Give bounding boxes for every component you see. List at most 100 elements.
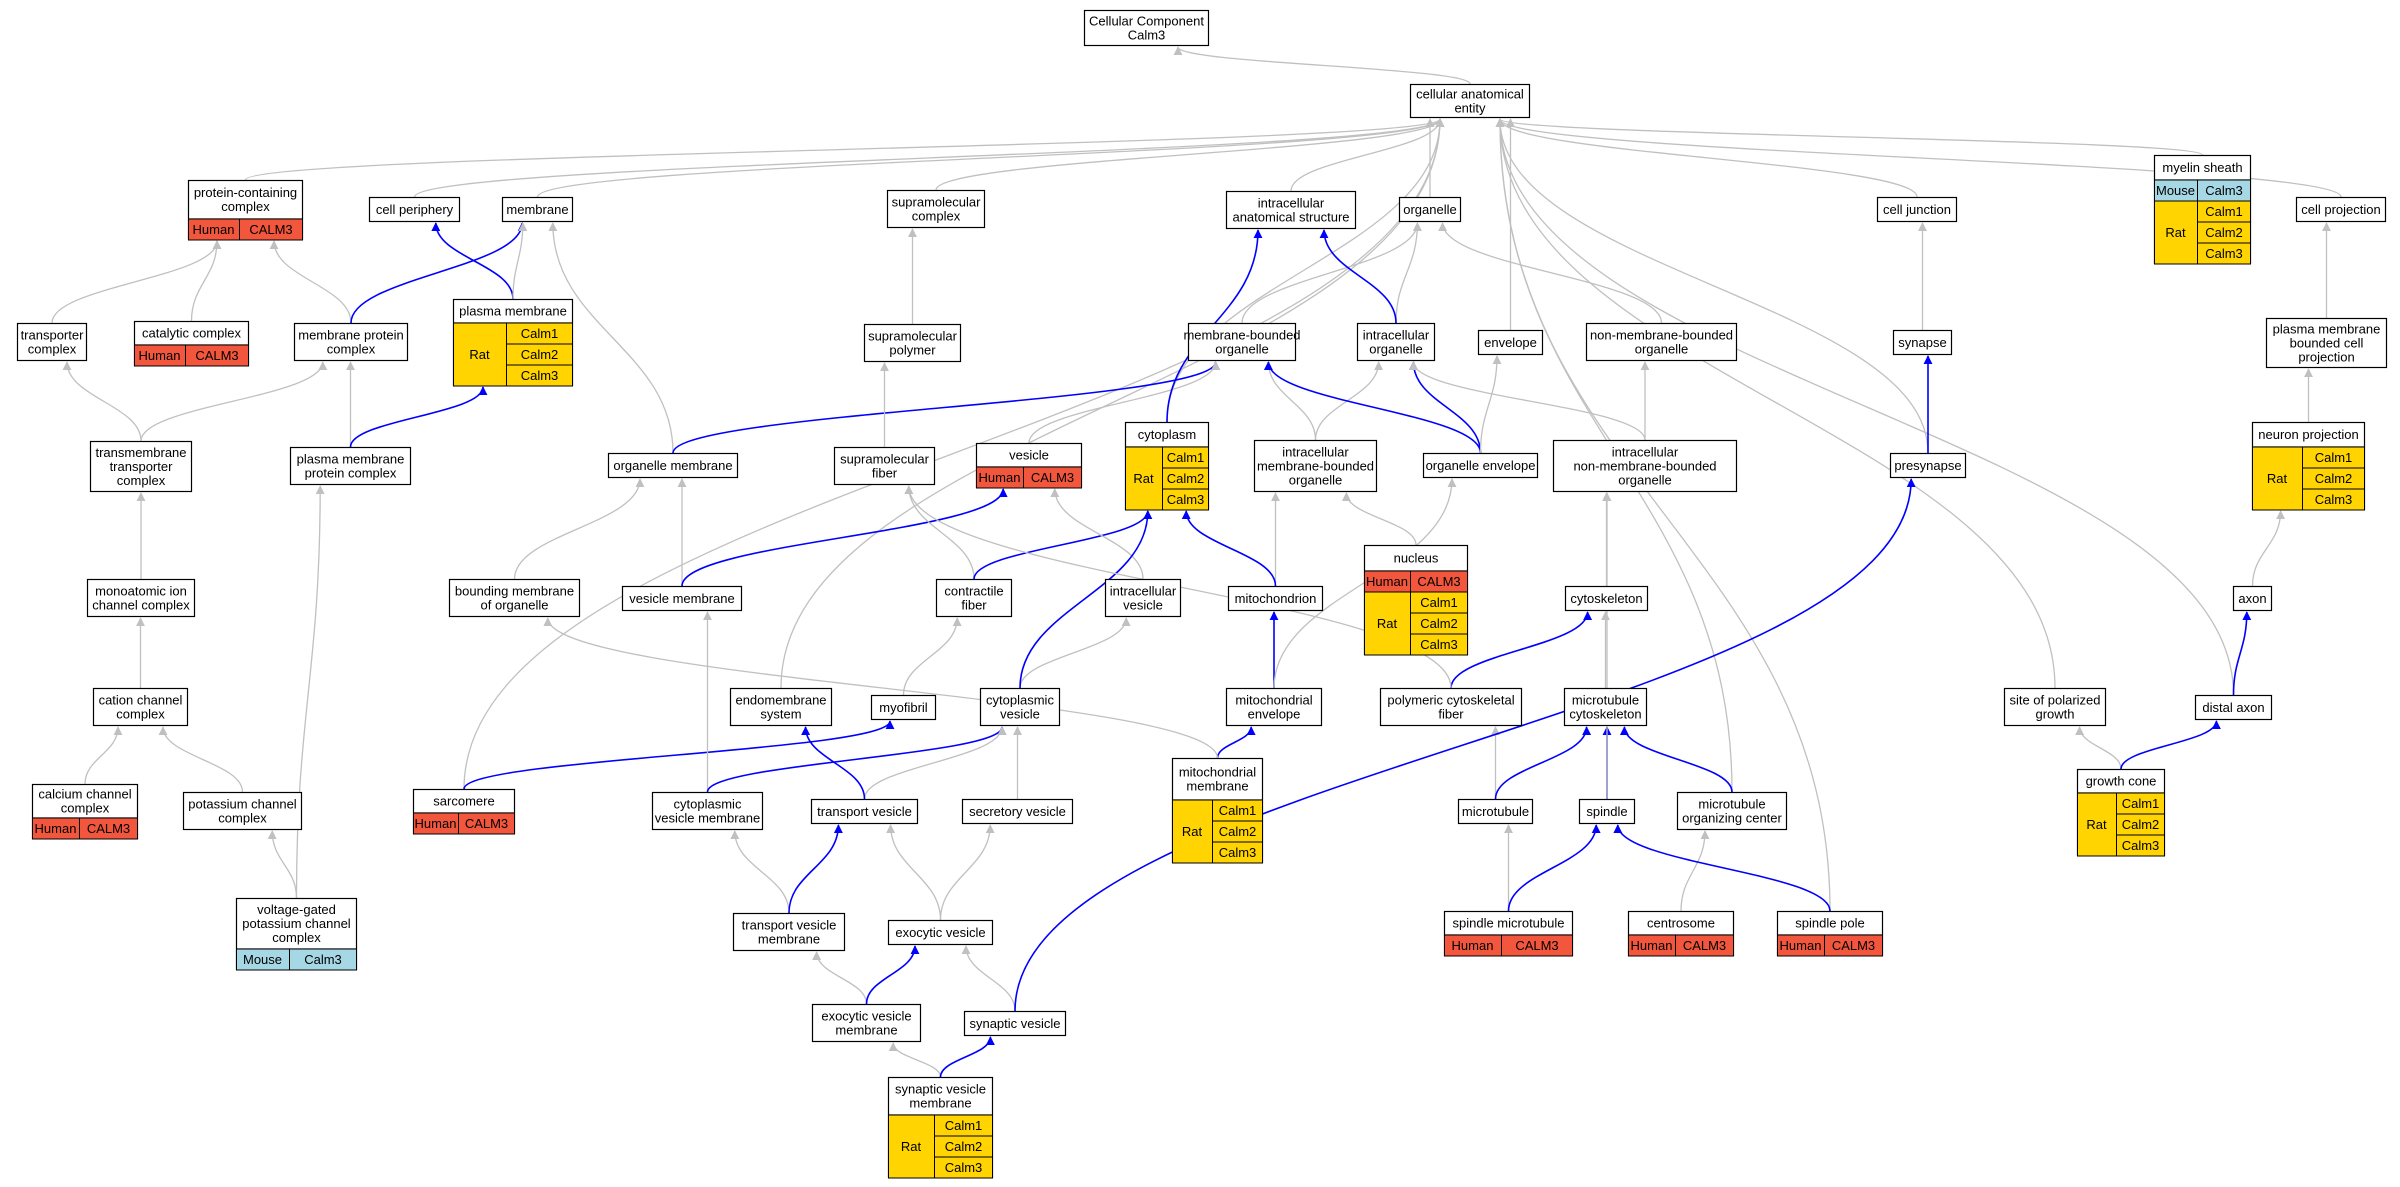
- node-label: membrane-bounded: [1183, 328, 1300, 343]
- node-distal-axon[interactable]: distal axon: [2194, 694, 2273, 721]
- node-envelope[interactable]: envelope: [1477, 329, 1544, 356]
- node-organelle-membrane[interactable]: organelle membrane: [607, 452, 739, 479]
- gene-label: CALM3: [195, 348, 238, 363]
- edge-contractile-fiber-to-cytoplasm: [973, 510, 1153, 580]
- node-cell-projection[interactable]: cell projection: [2295, 196, 2387, 223]
- node-presynapse[interactable]: presynapse: [1889, 452, 1967, 479]
- node-spindle[interactable]: spindle: [1578, 798, 1636, 825]
- node-label: organelle: [1618, 473, 1672, 488]
- node-svm[interactable]: synaptic vesiclemembraneRatCalm1Calm2Cal…: [887, 1076, 994, 1179]
- node-transport-vesicle[interactable]: transport vesicle: [810, 798, 919, 825]
- node-label: cell periphery: [376, 202, 454, 217]
- node-microtubule[interactable]: microtubule: [1457, 798, 1534, 825]
- node-label: intracellular: [1258, 196, 1325, 211]
- edge-moc-to-microtubule-cytoskeleton: [1619, 726, 1733, 793]
- species-label: Rat: [1377, 616, 1398, 631]
- node-cytoskeleton[interactable]: cytoskeleton: [1564, 585, 1649, 612]
- node-inmbo[interactable]: intracellularnon-membrane-boundedorganel…: [1552, 439, 1738, 493]
- species-label: Rat: [1182, 824, 1203, 839]
- node-cell-junction[interactable]: cell junction: [1876, 196, 1958, 223]
- node-organelle[interactable]: organelle: [1398, 196, 1462, 223]
- node-label: cytoplasmic: [674, 797, 742, 812]
- node-synapse[interactable]: synapse: [1892, 329, 1953, 356]
- edge-organelle-membrane-to-membrane: [548, 222, 674, 454]
- node-exocytic-vesicle[interactable]: exocytic vesicle: [887, 919, 994, 946]
- node-vesicle-membrane[interactable]: vesicle membrane: [621, 585, 743, 612]
- node-cell-periphery[interactable]: cell periphery: [368, 196, 461, 223]
- node-axon[interactable]: axon: [2232, 585, 2273, 612]
- edge-vesicle-membrane-to-vesicle: [681, 488, 1008, 587]
- node-label: complex: [116, 707, 165, 722]
- node-label: cell projection: [2301, 202, 2381, 217]
- node-mitochondrion[interactable]: mitochondrion: [1227, 585, 1324, 612]
- gene-label: Calm1: [2122, 796, 2160, 811]
- node-label: system: [760, 707, 801, 722]
- node-label: polymeric cytoskeletal: [1387, 693, 1514, 708]
- edge-plasma-membrane-to-membrane: [512, 222, 528, 300]
- gene-label: Calm1: [1420, 595, 1458, 610]
- node-membrane[interactable]: membrane: [501, 196, 574, 223]
- node-secretory-vesicle[interactable]: secretory vesicle: [961, 798, 1074, 825]
- edge-layer: [51, 46, 2342, 1078]
- node-organelle-envelope[interactable]: organelle envelope: [1422, 452, 1539, 479]
- node-label: myofibril: [879, 700, 928, 715]
- node-synaptic-vesicle[interactable]: synaptic vesicle: [963, 1010, 1067, 1037]
- node-myofibril[interactable]: myofibril: [870, 694, 937, 721]
- edge-transport-vesicle-to-endomembrane-system: [801, 726, 866, 800]
- edge-spg-to-cae: [1495, 118, 2056, 689]
- species-label: Rat: [2267, 471, 2288, 486]
- gene-label: Calm1: [2315, 450, 2353, 465]
- node-label: supramolecular: [840, 452, 930, 467]
- species-label: Human: [193, 222, 235, 237]
- species-label: Human: [1780, 938, 1822, 953]
- edge-organelle-envelope-to-mbo: [1263, 361, 1482, 454]
